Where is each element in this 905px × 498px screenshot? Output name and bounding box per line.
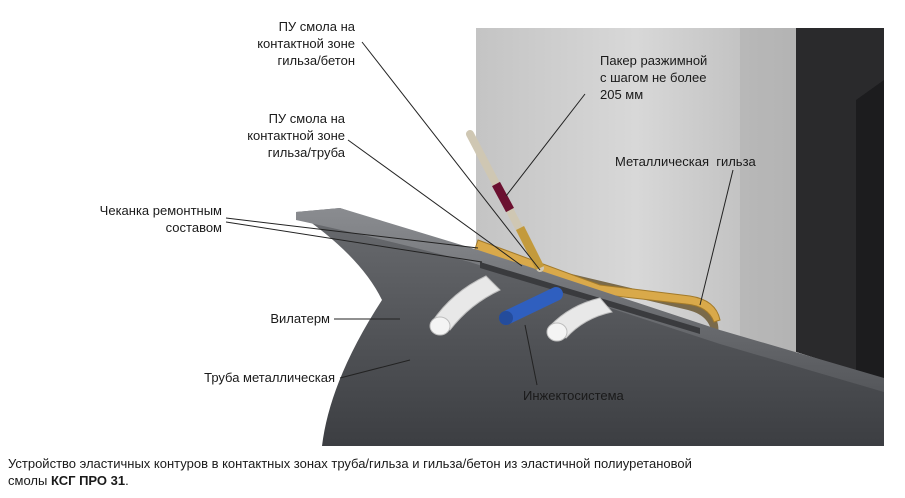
background-edge — [856, 80, 884, 380]
label-pu-resin-sleeve-concrete: ПУ смола на контактной зоне гильза/бетон — [225, 18, 355, 69]
pipe-body — [296, 208, 884, 446]
label-line: ПУ смола на — [268, 111, 345, 126]
leader-metal-sleeve — [699, 169, 734, 306]
label-line: контактной зоне — [247, 128, 345, 143]
label-line: с шагом не более — [600, 70, 707, 85]
vilaterm-cord-left-end — [429, 316, 451, 336]
caption-period: . — [125, 473, 129, 488]
injection-tube — [499, 287, 563, 325]
packer-band — [492, 181, 514, 213]
label-line: Чеканка ремонтным — [99, 203, 222, 218]
label-metal-sleeve: Металлическая гильза — [615, 154, 756, 169]
leader-pu-concrete — [361, 41, 541, 271]
caption-text: смолы — [8, 473, 51, 488]
leader-injection — [524, 324, 538, 386]
label-injection-system: Инжектосистема — [523, 388, 624, 403]
leader-caulking-1 — [225, 217, 479, 249]
figure-caption: Устройство эластичных контуров в контакт… — [8, 455, 888, 489]
leader-caulking-2 — [225, 221, 483, 263]
vilaterm-cord-left — [431, 275, 501, 331]
label-caulking: Чеканка ремонтным составом — [60, 202, 222, 236]
label-pu-resin-sleeve-pipe: ПУ смола на контактной зоне гильза/труба — [215, 110, 345, 161]
label-packer: Пакер разжимной с шагом не более 205 мм — [600, 52, 707, 103]
concrete-wall-shade — [740, 28, 796, 360]
label-line: ПУ смола на — [278, 19, 355, 34]
leader-pipe — [339, 359, 411, 379]
vilaterm-cord-right-end — [546, 322, 568, 342]
label-line: Пакер разжимной — [600, 53, 708, 68]
leader-packer — [505, 93, 586, 197]
label-line: гильза/бетон — [277, 53, 355, 68]
caption-line-2: смолы КСГ ПРО 31. — [8, 472, 888, 489]
caption-product-name: КСГ ПРО 31 — [50, 473, 126, 488]
packer-tip — [515, 225, 545, 271]
label-line: контактной зоне — [257, 36, 355, 51]
label-line: 205 мм — [600, 87, 644, 102]
label-line: составом — [165, 220, 222, 235]
label-vilaterm: Вилатерм — [270, 311, 330, 326]
caption-line-1: Устройство эластичных контуров в контакт… — [8, 456, 692, 471]
label-line: гильза/труба — [267, 145, 345, 160]
injection-tube-end — [499, 311, 513, 325]
label-pipe: Труба металлическая — [204, 370, 335, 385]
resin-layer — [473, 239, 721, 323]
leader-pu-pipe — [347, 139, 523, 267]
pipe-groove — [480, 262, 700, 334]
